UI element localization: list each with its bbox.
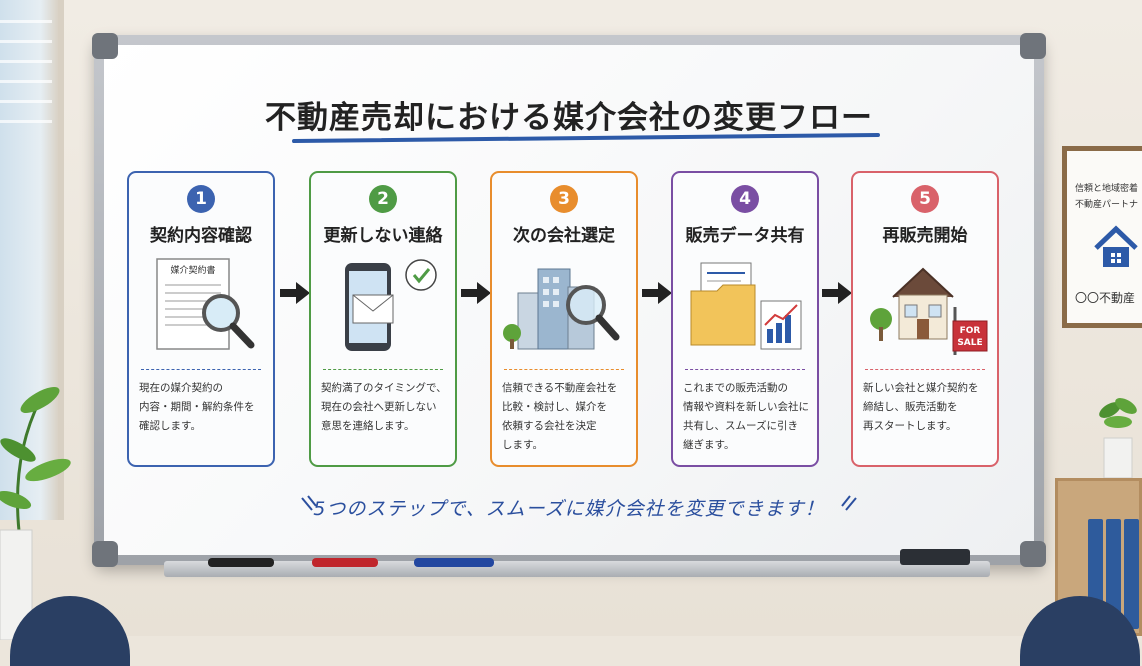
desc-line: 比較・検討し、媒介を — [502, 401, 607, 413]
step-number: 3 — [550, 185, 578, 213]
desc-line: 継ぎます。 — [683, 439, 735, 451]
black-marker[interactable] — [208, 558, 274, 567]
step-description: 新しい会社と媒介契約を 締結し、販売活動を 再スタートします。 — [863, 379, 991, 436]
arrow-right-icon — [642, 282, 672, 304]
desc-line: します。 — [502, 439, 543, 451]
desc-line: 共有し、スムーズに引き — [683, 420, 798, 432]
step-card-1: 1 契約内容確認 媒介契約書 現在の媒介契約の 内容・期間・解約条件を 確認しま… — [127, 171, 275, 467]
step-title: 再販売開始 — [882, 226, 968, 246]
step-card-3: 3 次の会社選定 信頼できる不動産会社を 比較・検討し、媒介を 依頼する会社を決… — [490, 171, 638, 467]
blind-slat — [0, 20, 52, 23]
step-card-2: 2 更新しない連絡 契約満了のタイミングで、 現在の会社へ更新しない 意思を連絡… — [309, 171, 457, 467]
step-number: 1 — [187, 185, 215, 213]
step-description: 現在の媒介契約の 内容・期間・解約条件を 確認します。 — [139, 379, 267, 436]
sign-text: FOR — [960, 326, 981, 336]
poster-company: 〇〇不動産 — [1075, 291, 1136, 305]
arrow-right-icon — [461, 282, 491, 304]
board-corner — [92, 33, 118, 59]
desc-line: 意思を連絡します。 — [321, 420, 415, 432]
folder-chart-icon — [690, 262, 802, 350]
arrow-right-icon — [280, 282, 310, 304]
step-number: 2 — [369, 185, 397, 213]
red-marker[interactable] — [312, 558, 378, 567]
step-title: 販売データ共有 — [685, 226, 805, 246]
desc-line: 情報や資料を新しい会社に — [683, 401, 809, 413]
blind-slat — [0, 80, 52, 83]
step-divider — [865, 369, 985, 370]
step-title: 契約内容確認 — [150, 226, 252, 246]
step-number: 5 — [911, 185, 939, 213]
binder — [1124, 519, 1139, 629]
step-divider — [504, 369, 624, 370]
step-description: 信頼できる不動産会社を 比較・検討し、媒介を 依頼する会社を決定 します。 — [502, 379, 630, 455]
desc-line: 確認します。 — [139, 420, 201, 432]
desc-line: これまでの販売活動の — [683, 382, 788, 394]
binder — [1106, 519, 1121, 629]
phone-mail-icon — [345, 259, 437, 351]
desc-line: 再スタートします。 — [863, 420, 957, 432]
board-title: 不動産売却における媒介会社の変更フロー — [265, 100, 873, 136]
desc-line: 現在の媒介契約の — [139, 382, 223, 394]
house-logo-icon — [1094, 225, 1138, 267]
house-for-sale-icon: FOR SALE — [870, 267, 988, 355]
desc-line: 新しい会社と媒介契約を — [863, 382, 979, 394]
board-corner — [92, 541, 118, 567]
desc-line: 契約満了のタイミングで、 — [321, 382, 447, 394]
blind-slat — [0, 120, 52, 123]
poster-line: 信頼と地域密着 — [1075, 184, 1139, 194]
marker-tray — [164, 561, 990, 577]
wall-poster: 信頼と地域密着 不動産パートナ 〇〇不動産 — [1062, 146, 1142, 328]
doc-label: 媒介契約書 — [170, 264, 215, 276]
desc-line: 現在の会社へ更新しない — [321, 401, 437, 413]
blind-slat — [0, 60, 52, 63]
desc-line: 依頼する会社を決定 — [502, 420, 597, 432]
sign-text: SALE — [957, 338, 982, 348]
step-title: 更新しない連絡 — [323, 226, 443, 246]
blind-slat — [0, 40, 52, 43]
poster-inner: 信頼と地域密着 不動産パートナ 〇〇不動産 — [1067, 151, 1142, 323]
board-eraser[interactable] — [900, 549, 970, 565]
board-corner — [1020, 33, 1046, 59]
arrow-right-icon — [822, 282, 852, 304]
emphasis-mark-icon — [301, 495, 317, 511]
contract-search-icon: 媒介契約書 — [156, 258, 255, 350]
tagline: 5つのステップで、スムーズに媒介会社を変更できます！ — [313, 498, 825, 520]
plant-left — [0, 387, 71, 640]
poster-line: 不動産パートナ — [1075, 200, 1139, 210]
step-description: 契約満了のタイミングで、 現在の会社へ更新しない 意思を連絡します。 — [321, 379, 449, 436]
step-divider — [323, 369, 443, 370]
blue-marker[interactable] — [414, 558, 494, 567]
step-description: これまでの販売活動の 情報や資料を新しい会社に 共有し、スムーズに引き 継ぎます… — [683, 379, 811, 455]
step-title: 次の会社選定 — [513, 226, 615, 246]
desc-line: 内容・期間・解約条件を — [139, 401, 255, 413]
step-divider — [685, 369, 805, 370]
window — [0, 0, 64, 520]
board-corner — [1020, 541, 1046, 567]
plant-right — [1099, 398, 1137, 479]
step-card-4: 4 販売データ共有 これまでの販売活動の 情報や資料を新しい会社に 共有し、スム… — [671, 171, 819, 467]
blind-slat — [0, 100, 52, 103]
building-search-icon — [503, 268, 620, 350]
desc-line: 信頼できる不動産会社を — [502, 382, 618, 394]
desc-line: 締結し、販売活動を — [863, 401, 958, 413]
step-number: 4 — [731, 185, 759, 213]
step-divider — [141, 369, 261, 370]
emphasis-mark-icon — [841, 495, 857, 511]
step-card-5: 5 再販売開始 FOR SALE 新しい会社と媒介契約を 締結し、販売活動を 再… — [851, 171, 999, 467]
